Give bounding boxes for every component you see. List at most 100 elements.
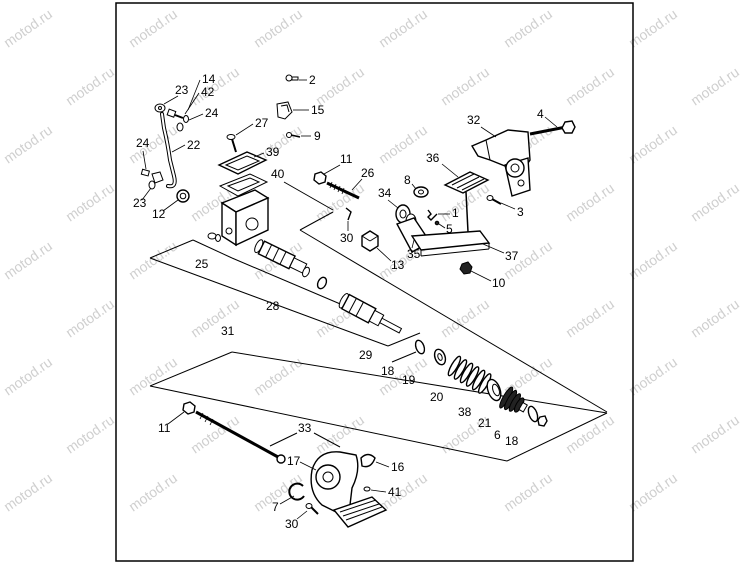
callout-35: 35	[407, 247, 421, 261]
fitting-25a	[207, 232, 217, 240]
callout-30-upper: 30	[340, 231, 354, 245]
callout-33: 33	[298, 421, 312, 435]
leader-lines	[141, 79, 558, 520]
assembly-outlines	[149, 181, 608, 462]
nut-12-hole	[179, 192, 187, 200]
watermark-text: motod.ru	[63, 412, 117, 457]
group-line	[149, 257, 389, 347]
piston-28	[254, 239, 308, 274]
watermark-text: motod.ru	[563, 64, 617, 109]
pivot-hole	[510, 163, 520, 173]
nut-18	[537, 415, 548, 427]
callout-3: 3	[517, 205, 524, 219]
nut-11-top	[313, 171, 327, 185]
watermark-text: motod.ru	[563, 296, 617, 341]
screw-2-head	[285, 74, 293, 82]
group-line	[231, 351, 608, 414]
bolt-3-shaft	[491, 198, 502, 205]
watermark-text: motod.ru	[188, 64, 242, 109]
group-line	[231, 257, 346, 307]
rod-33	[195, 410, 279, 459]
callout-6: 6	[494, 428, 501, 442]
bolt-3-head	[486, 195, 494, 201]
fitting-25b	[215, 234, 221, 242]
spring-pin-1	[427, 209, 438, 221]
spring-coil	[447, 355, 462, 377]
pad-ridge	[461, 178, 485, 191]
watermark-text: motod.ru	[688, 64, 742, 109]
reservoir-cover-39	[217, 151, 268, 175]
callout-13: 13	[391, 258, 405, 272]
pedal-arm-edge	[485, 139, 491, 161]
callout-21: 21	[478, 416, 492, 430]
screw-2-shaft	[291, 76, 299, 81]
group-bracket-18	[391, 351, 417, 363]
lever-17-bore	[322, 471, 334, 483]
leader-line	[544, 116, 558, 128]
brake-line-tube-inner	[161, 113, 176, 188]
callout-37: 37	[505, 249, 519, 263]
leader-line	[438, 223, 446, 229]
callout-7: 7	[272, 500, 279, 514]
callout-25: 25	[195, 257, 209, 271]
group-line	[149, 385, 508, 462]
callout-23-lower: 23	[133, 196, 147, 210]
piston-groove	[279, 251, 287, 265]
callout-9: 9	[314, 129, 321, 143]
watermark-text: motod.ru	[563, 180, 617, 225]
washer-8-hole	[418, 189, 424, 195]
bushing-34-hole	[399, 209, 407, 219]
callout-17: 17	[287, 454, 301, 468]
banjo-bolt-head	[166, 108, 177, 118]
callout-42: 42	[201, 85, 215, 99]
watermark-text: motod.ru	[688, 412, 742, 457]
callout-26: 26	[361, 166, 375, 180]
leader-line	[184, 92, 200, 115]
piston-groove	[265, 244, 273, 258]
leader-line	[470, 270, 492, 282]
callout-34: 34	[378, 186, 392, 200]
group-line	[192, 239, 233, 259]
callout-11-lower: 11	[158, 421, 171, 435]
cap-13-edge	[361, 235, 371, 242]
callout-41: 41	[388, 485, 402, 499]
callout-10: 10	[492, 276, 506, 290]
cylinder-bore	[245, 217, 259, 231]
pivot-boss	[505, 158, 525, 178]
callout-labels: 14 42 23 24 2 15 27 9 22 24 39 23 12 40 …	[133, 72, 544, 531]
watermark-text: motod.ru	[63, 64, 117, 109]
master-cylinder-reservoir	[207, 151, 270, 247]
leader-line	[387, 199, 399, 209]
spring-coil	[465, 366, 480, 387]
watermark-text: motod.ru	[1, 354, 55, 399]
banjo-fitting-lower	[151, 171, 164, 184]
callout-36: 36	[426, 151, 440, 165]
bracket-37-edge	[420, 248, 490, 257]
callout-20: 20	[430, 390, 444, 404]
leader-line	[163, 95, 179, 105]
callout-11-upper: 11	[340, 152, 353, 166]
callout-8: 8	[404, 173, 411, 187]
top-hardware	[226, 74, 301, 153]
cup-38	[486, 378, 502, 402]
leader-line	[141, 187, 152, 201]
leader-line	[162, 199, 179, 212]
leader-line	[188, 113, 204, 121]
spring-seat	[302, 266, 310, 278]
rod-33-thread	[199, 412, 214, 426]
leader-line	[411, 183, 417, 190]
callout-12: 12	[152, 207, 166, 221]
callout-30-lower: 30	[285, 517, 299, 531]
callout-24-left: 24	[136, 136, 150, 150]
pedal-pivot-assembly	[313, 120, 576, 275]
watermark-text: motod.ru	[1, 470, 55, 515]
watermark-text: motod.ru	[1, 122, 55, 167]
watermark-text: motod.ru	[688, 180, 742, 225]
cap-13-edge	[369, 235, 379, 242]
leader-line	[370, 489, 387, 493]
watermark-text: motod.ru	[126, 6, 180, 51]
gasket-40	[218, 173, 269, 197]
brake-line-assembly	[140, 103, 190, 203]
leader-line	[279, 495, 295, 505]
watermark-text: motod.ru	[563, 412, 617, 457]
